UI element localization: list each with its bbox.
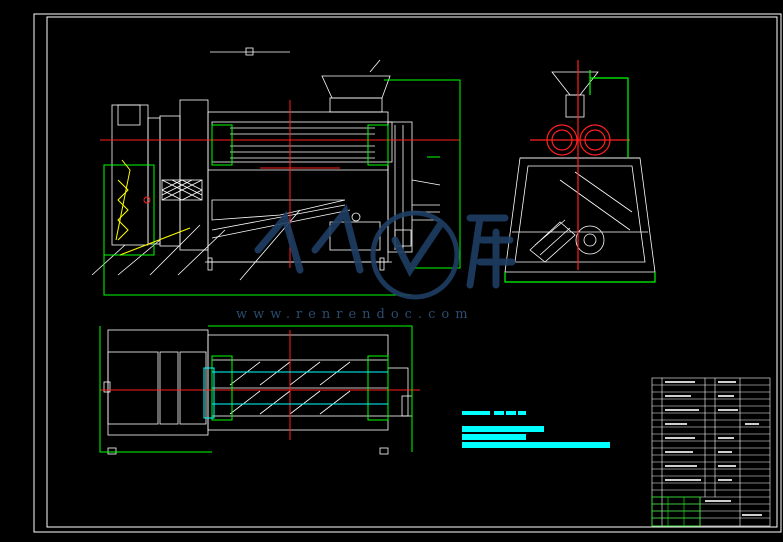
technical-notes — [462, 411, 610, 448]
front-view — [91, 47, 441, 281]
side-view — [504, 71, 656, 273]
title-block-green — [651, 496, 701, 527]
inner-frame — [46, 16, 778, 528]
side-view-accents — [504, 60, 656, 283]
top-view — [103, 329, 413, 455]
top-view-accents — [99, 325, 420, 453]
outer-frame — [33, 13, 782, 533]
watermark-url: www.renrendoc.com — [236, 307, 474, 322]
watermark-logo — [254, 204, 516, 300]
title-block-fill — [665, 381, 762, 516]
